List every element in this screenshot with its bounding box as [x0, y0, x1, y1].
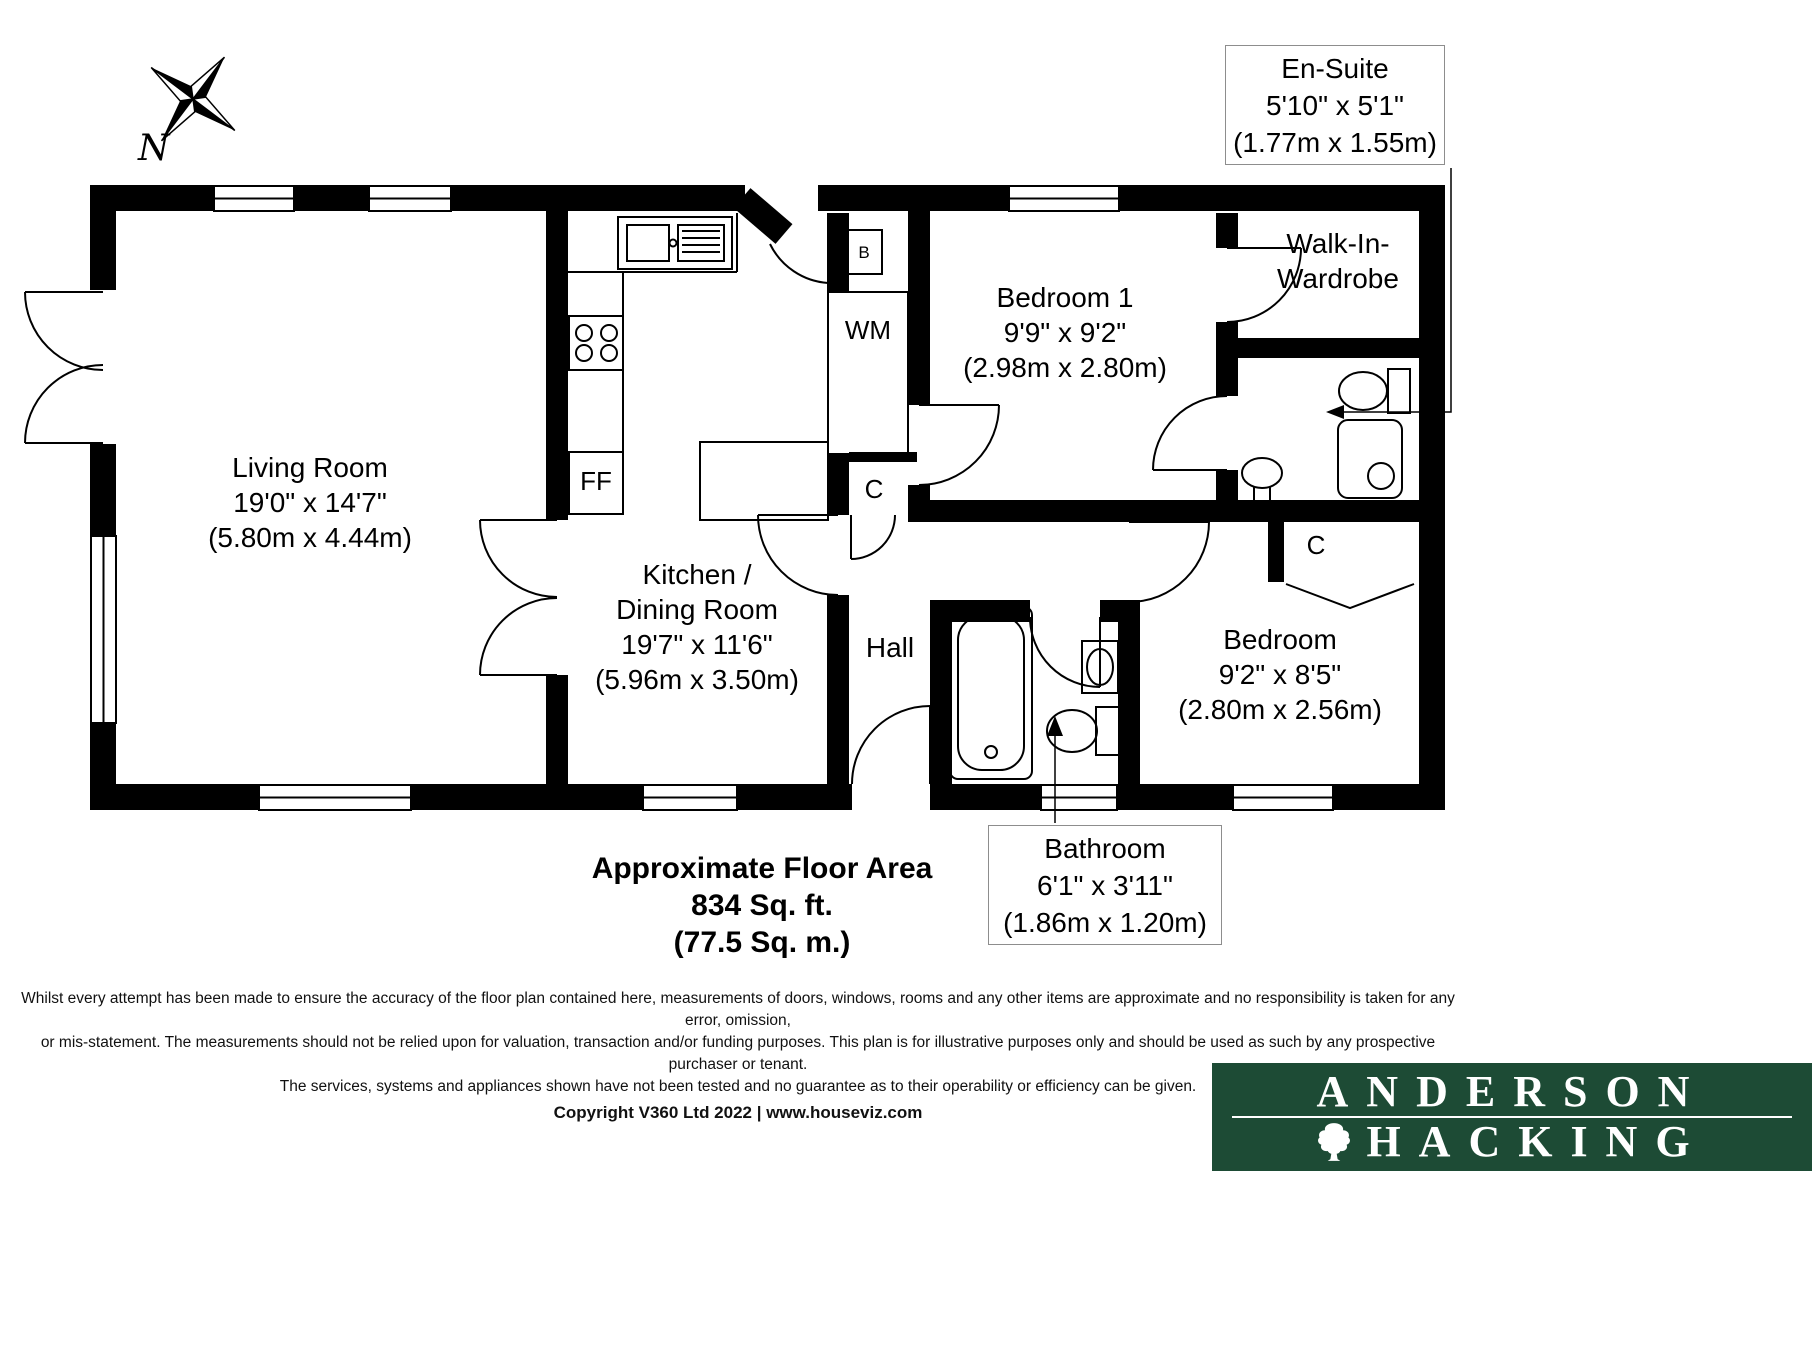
floor-area-sqm: (77.5 Sq. m.): [673, 926, 851, 959]
room-name: Kitchen /: [642, 559, 752, 590]
brand-name-line1: ANDERSON: [1316, 1067, 1708, 1116]
leader-lines: [1047, 168, 1452, 823]
room-dims-metric: (2.80m x 2.56m): [1178, 694, 1382, 725]
room-dims-metric: (5.96m x 3.50m): [595, 664, 799, 695]
kitchen-dining-label: Kitchen / Dining Room 19'7" x 11'6" (5.9…: [547, 557, 847, 697]
logo-divider: [1232, 1116, 1792, 1118]
shower-tray: [1337, 419, 1403, 499]
kitchen-peninsula: [699, 441, 829, 521]
room-name: Bathroom: [1044, 833, 1166, 864]
toilet-bowl: [1046, 709, 1098, 753]
compass-icon: [150, 56, 236, 142]
disclaimer: Whilst every attempt has been made to en…: [8, 988, 1468, 1124]
sink-unit: [617, 216, 733, 270]
oak-tree-icon: [1318, 1123, 1351, 1161]
bath: [949, 606, 1033, 780]
fridge-freezer-label: FF: [580, 466, 612, 496]
bath-drain-icon: [984, 745, 998, 759]
hob: [568, 315, 624, 371]
compass-north-label: N: [137, 128, 171, 169]
living-room-label: Living Room 19'0" x 14'7" (5.80m x 4.44m…: [110, 450, 510, 555]
copyright-line: Copyright V360 Ltd 2022 | www.houseviz.c…: [553, 1103, 923, 1122]
room-name: Dining Room: [616, 594, 778, 625]
kitchen-fixtures: [568, 213, 909, 521]
room-name: Hall: [865, 632, 915, 663]
washing-machine-label: WM: [844, 315, 892, 345]
room-dims-imperial: 5'10" x 5'1": [1266, 90, 1404, 121]
ensuite-toilet-cistern: [1387, 368, 1411, 414]
room-dims-metric: (1.77m x 1.55m): [1233, 127, 1437, 158]
room-dims-metric: (5.80m x 4.44m): [208, 522, 412, 553]
brand-name-line2: HACKING: [1366, 1117, 1708, 1166]
room-dims-imperial: 9'2" x 8'5": [1218, 659, 1342, 690]
bedroom2-label: Bedroom 9'2" x 8'5" (2.80m x 2.56m): [1130, 622, 1430, 727]
fridge-freezer-box: [568, 451, 624, 515]
room-dims-metric: (1.86m x 1.20m): [1003, 907, 1207, 938]
basin-vanity: [1081, 640, 1119, 694]
room-name: Wardrobe: [1277, 263, 1399, 294]
disclaimer-line: Whilst every attempt has been made to en…: [21, 990, 1455, 1029]
sink-tap-icon: [668, 238, 678, 248]
floor-area-title: Approximate Floor Area: [591, 852, 933, 885]
basin-bowl: [1086, 648, 1114, 686]
cupboard-bedroom2-label: C: [1306, 530, 1326, 560]
room-dims-imperial: 19'7" x 11'6": [621, 629, 773, 660]
bathroom-arrow-icon: [1047, 716, 1063, 736]
room-name: Living Room: [232, 452, 388, 483]
room-name: En-Suite: [1281, 53, 1389, 84]
shower-drain-icon: [1367, 462, 1395, 490]
room-dims-imperial: 6'1" x 3'11": [1037, 870, 1173, 901]
sink-drainer: [677, 224, 725, 262]
ensuite-toilet-bowl: [1338, 371, 1388, 411]
ensuite-fixtures: [1241, 368, 1411, 501]
boiler-label: B: [858, 243, 870, 262]
bathroom-fixtures: [949, 606, 1121, 780]
ensuite-arrow-icon: [1326, 405, 1344, 419]
walls: [90, 185, 1445, 810]
disclaimer-line: or mis-statement. The measurements shoul…: [40, 1034, 1436, 1073]
boiler-box: [845, 229, 883, 275]
room-name: Walk-In-: [1286, 228, 1390, 259]
bedroom1-label: Bedroom 1 9'9" x 9'2" (2.98m x 2.80m): [915, 280, 1215, 385]
ensuite-basin: [1241, 457, 1283, 489]
windows: [90, 185, 1334, 811]
disclaimer-line: The services, systems and appliances sho…: [279, 1078, 1197, 1095]
hall-label: Hall: [840, 630, 940, 665]
cupboard-hall-label: C: [864, 474, 884, 504]
ensuite-callout: En-Suite 5'10" x 5'1" (1.77m x 1.55m): [1225, 45, 1445, 165]
room-name: Bedroom 1: [996, 282, 1134, 313]
bathroom-callout: Bathroom 6'1" x 3'11" (1.86m x 1.20m): [988, 825, 1222, 945]
floor-area-summary: Approximate Floor Area 834 Sq. ft. (77.5…: [512, 850, 1012, 961]
floor-area-sqft: 834 Sq. ft.: [691, 889, 833, 922]
room-dims-metric: (2.98m x 2.80m): [963, 352, 1167, 383]
wardrobe-label: Walk-In- Wardrobe: [1243, 226, 1433, 296]
room-dims-imperial: 9'9" x 9'2": [1003, 317, 1127, 348]
brand-logo: ANDERSON HACKING: [1212, 1063, 1812, 1171]
washing-machine-space: [827, 291, 909, 455]
doors: [24, 213, 1415, 785]
room-name: Bedroom: [1223, 624, 1337, 655]
toilet-cistern: [1095, 706, 1121, 756]
room-dims-imperial: 19'0" x 14'7": [233, 487, 387, 518]
sink-bowl: [626, 224, 670, 262]
